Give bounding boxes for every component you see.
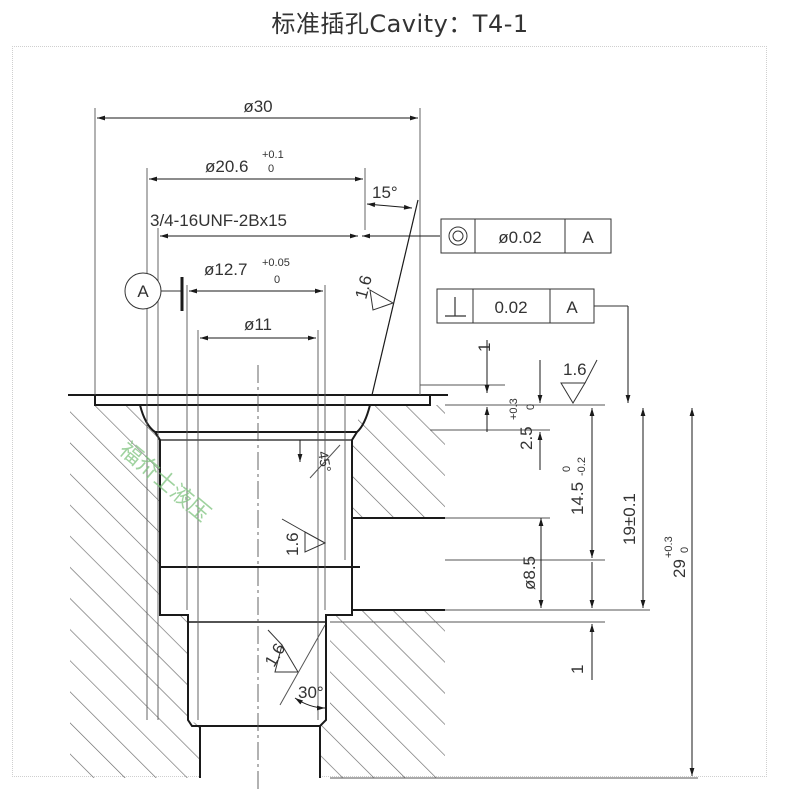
section-hatch-right xyxy=(320,405,445,778)
datum-a-marker: A xyxy=(124,272,184,311)
surface-finish-3: 1.6 xyxy=(281,518,327,556)
dim-h19: 19±0.1 xyxy=(620,493,639,545)
surface-finish-1: 1.6 xyxy=(352,273,395,311)
dim-h29: 29 xyxy=(670,559,689,578)
svg-text:0: 0 xyxy=(679,547,691,553)
dim-angle-15: 15° xyxy=(372,183,398,202)
svg-text:1.6: 1.6 xyxy=(352,273,376,301)
dim-d11: ø11 xyxy=(244,315,272,334)
chamfer-45-annotation: 45° xyxy=(297,440,341,479)
page-title: 标准插孔Cavity：T4-1 xyxy=(271,10,529,38)
svg-text:0.02: 0.02 xyxy=(494,298,527,317)
dim-d12-7-upper: +0.05 xyxy=(262,257,290,269)
angle-30-annotation: 30° xyxy=(279,624,326,711)
svg-text:30°: 30° xyxy=(298,683,324,702)
dim-d20-6-lower: 0 xyxy=(268,163,274,175)
svg-text:1.6: 1.6 xyxy=(563,360,587,379)
svg-text:A: A xyxy=(566,298,578,317)
dim-gap-1-top: 1 xyxy=(475,343,494,352)
svg-text:-0.2: -0.2 xyxy=(576,457,588,476)
svg-text:+0.3: +0.3 xyxy=(663,536,675,558)
dim-d30: ø30 xyxy=(243,97,272,116)
svg-text:0: 0 xyxy=(525,404,537,410)
dim-d20-6: ø20.6 xyxy=(205,157,248,176)
svg-text:ø0.02: ø0.02 xyxy=(498,228,541,247)
tolerance-frame-perpendicularity: 0.02 A xyxy=(436,288,631,403)
dim-h2-5: 2.5 xyxy=(517,426,536,450)
dim-h14-5: 14.5 xyxy=(568,482,587,515)
svg-text:1.6: 1.6 xyxy=(283,532,302,556)
dim-d12-7: ø12.7 xyxy=(204,260,247,279)
perpendicularity-icon xyxy=(445,297,466,317)
svg-text:A: A xyxy=(582,228,594,247)
surface-finish-2: 1.6 xyxy=(560,359,598,404)
dim-thread: 3/4-16UNF-2Bx15 xyxy=(150,211,287,230)
concentricity-icon xyxy=(448,226,468,246)
dim-d20-6-upper: +0.1 xyxy=(262,149,284,161)
dim-d8-5: ø8.5 xyxy=(520,556,539,590)
svg-text:+0.3: +0.3 xyxy=(508,398,520,420)
tolerance-frame-concentricity: ø0.02 A xyxy=(440,218,612,254)
dim-d12-7-lower: 0 xyxy=(274,274,280,286)
section-hatch-left xyxy=(70,405,200,778)
dim-gap-1-bottom: 1 xyxy=(568,665,587,674)
svg-text:A: A xyxy=(137,282,149,301)
svg-text:45°: 45° xyxy=(315,450,334,474)
svg-text:0: 0 xyxy=(561,466,573,472)
